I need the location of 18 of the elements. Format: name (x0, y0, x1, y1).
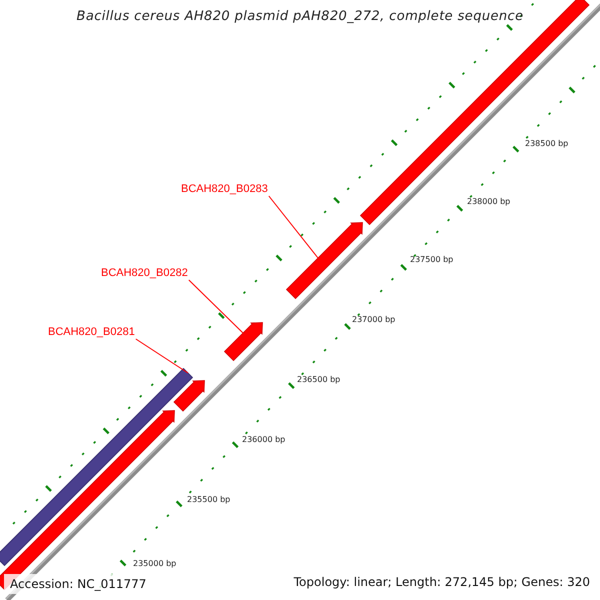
scale-label: 236000 bp (242, 435, 286, 445)
scale-label: 238000 bp (467, 197, 510, 207)
leader-line (135, 338, 188, 374)
scale-label: 237500 bp (410, 255, 454, 265)
gene-label: BCAH820_B0283 (181, 183, 268, 196)
sequence-info-text: Topology: linear; Length: 272,145 bp; Genes: 320 (294, 574, 590, 590)
leader-line (268, 196, 318, 258)
scale-label: 235000 bp (133, 559, 176, 569)
map-title: Bacillus cereus AH820 plasmid pAH820_272, complete sequence (76, 9, 524, 24)
gene-label: BCAH820_B0281 (48, 326, 135, 339)
gene-bar (286, 222, 363, 300)
scale-label: 235500 bp (187, 495, 230, 505)
leader-line (188, 280, 244, 334)
scale-label: 236500 bp (297, 375, 340, 385)
scale-label: 237000 bp (352, 315, 396, 325)
gene-bar (224, 322, 263, 362)
scale-label: 238500 bp (525, 139, 568, 149)
gene-label: BCAH820_B0282 (101, 267, 188, 280)
